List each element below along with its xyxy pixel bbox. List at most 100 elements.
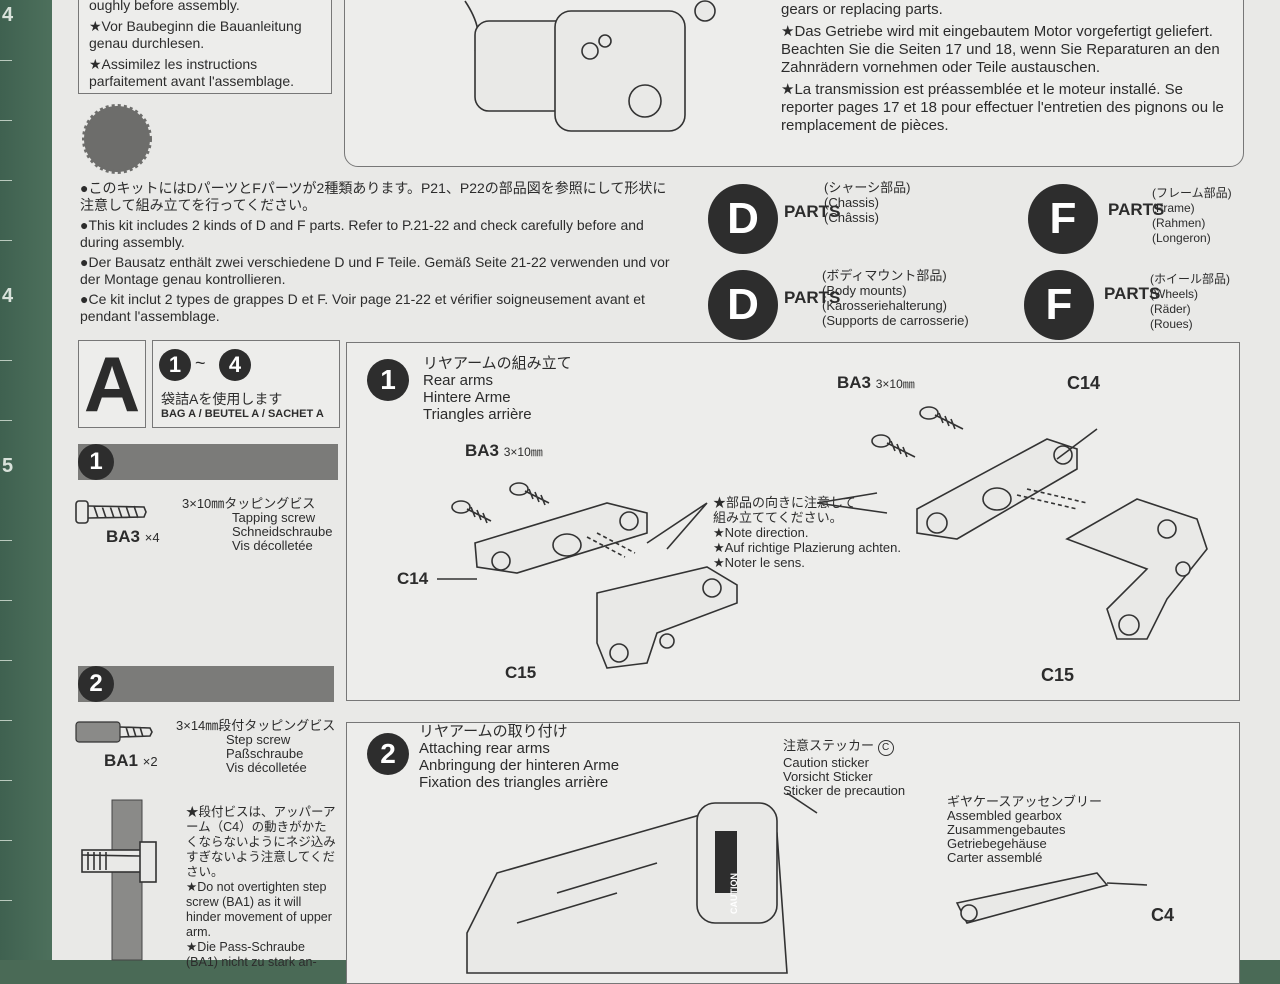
seal-icon <box>82 104 152 174</box>
bag-letter-box: A <box>78 340 146 428</box>
gearbox-en: gears or replacing parts. <box>781 1 943 18</box>
warning-en: ★Do not overtighten step screw (BA1) as … <box>186 880 332 939</box>
c15-label-right: C15 <box>1041 665 1075 685</box>
gear-en: Assembled gearbox <box>947 808 1062 823</box>
step-screw-warning-drawing <box>81 799 157 961</box>
sticker-c-badge: C <box>877 740 894 756</box>
screw-fr: Vis décolletée <box>232 538 313 553</box>
intro-box: oughly before assembly. ★Vor Baubeginn d… <box>78 0 332 94</box>
screw-section-bar: 2 <box>78 666 334 702</box>
step2-fr: Fixation des triangles arrière <box>419 774 609 791</box>
screw-label: BA3 <box>837 373 872 392</box>
gear-jp: ギヤケースアッセンブリー <box>947 794 1102 809</box>
sticker-fr: Sticker de precaution <box>783 783 906 798</box>
bag-letter: A <box>83 340 141 428</box>
instruction-sheet: oughly before assembly. ★Vor Baubeginn d… <box>52 0 1280 984</box>
note-fr: ★Noter le sens. <box>713 555 805 570</box>
mat-number: 4 <box>2 285 14 307</box>
screw-en: Step screw <box>226 732 291 747</box>
screw-en: Tapping screw <box>232 510 316 525</box>
step2-jp: リヤアームの取り付け <box>419 723 568 740</box>
bag-jp: 袋詰Aを使用します <box>161 391 283 407</box>
mat-number: 4 <box>2 4 14 26</box>
screw-icon <box>871 434 916 458</box>
note-en: ★Note direction. <box>713 525 809 540</box>
gearbox-de: ★Das Getriebe wird mit eingebautem Motor… <box>781 23 1220 76</box>
step2-box: 2 リヤアームの取り付け Attaching rear arms Anbring… <box>346 722 1240 984</box>
screw-jp: 3×10㎜タッピングビス <box>182 496 316 511</box>
leader-line <box>437 578 477 580</box>
parts-desc-line: (Chassis) <box>824 195 879 210</box>
intro-line: oughly before assembly. <box>89 0 240 13</box>
parts-desc-line: (Châssis) <box>824 210 879 225</box>
step1-jp: リヤアームの組み立て <box>423 355 572 372</box>
parts-word: PARTS <box>784 202 841 221</box>
screw-label-left: BA3 3×10㎜ <box>465 441 543 461</box>
screw-code: BA1 ×2 <box>104 751 158 771</box>
parts-desc: (シャーシ部品) (Chassis) (Châssis) <box>824 180 974 225</box>
parts-note-jp: ●このキットにはDパーツとFパーツが2種類あります。P21、P22の部品図を参照… <box>80 180 667 213</box>
parts-desc-jp: (シャーシ部品) <box>824 180 911 195</box>
sticker-de: Vorsicht Sticker <box>783 769 873 784</box>
screw-qty: ×4 <box>144 530 160 545</box>
intro-de: ★Vor Baubeginn die Bauanleitung genau du… <box>89 18 302 51</box>
gearbox-assembly-drawing <box>466 792 1148 974</box>
screw-size: 3×10㎜ <box>503 445 543 459</box>
step-screw-icon <box>75 721 153 743</box>
parts-desc-line: (Karosseriehalterung) <box>822 298 948 313</box>
parts-note-de: ●Der Bausatz enthält zwei verschiedene D… <box>80 254 670 287</box>
step1-title: リヤアームの組み立て Rear arms Hintere Arme Triang… <box>423 355 572 423</box>
parts-desc-jp: (フレーム部品) <box>1152 186 1232 200</box>
parts-desc: (ボディマウント部品) (Body mounts) (Karosseriehal… <box>822 268 1022 328</box>
bag-step-from: 1 <box>159 349 191 381</box>
gearbox-drawing <box>464 0 716 132</box>
part-c15 <box>596 566 738 669</box>
note-jp: 組み立ててください。 <box>713 510 843 525</box>
bag-info-box: 1 ~ 4 袋詰Aを使用します BAG A / BEUTEL A / SACHE… <box>152 340 340 428</box>
parts-note: ●このキットにはDパーツとFパーツが2種類あります。P21、P22の部品図を参照… <box>80 180 680 325</box>
gearbox-label: ギヤケースアッセンブリー Assembled gearbox Zusammeng… <box>947 795 1102 865</box>
bag-step-to: 4 <box>219 349 251 381</box>
c14-label-left: C14 <box>397 569 429 588</box>
caution-sticker-label: 注意ステッカー C Caution sticker Vorsicht Stick… <box>783 739 905 798</box>
c15-label-left: C15 <box>505 663 537 682</box>
parts-letter-badge: F <box>1024 270 1094 340</box>
screw-code: BA3 ×4 <box>106 527 160 547</box>
c4-label: C4 <box>1151 905 1175 925</box>
warning-de: ★Die Pass-Schraube (BA1) nicht zu stark … <box>186 940 317 969</box>
parts-desc-line: (Räder) <box>1150 302 1191 316</box>
screw-jp: 3×14㎜段付タッピングビス <box>176 718 336 733</box>
note-leader-lines <box>646 492 888 550</box>
parts-letter-badge: F <box>1028 184 1098 254</box>
note-de: ★Auf richtige Plazierung achten. <box>713 540 901 555</box>
parts-desc: (ホイール部品) (Wheels) (Räder) (Roues) <box>1150 272 1260 332</box>
screw-qty: ×2 <box>142 754 158 769</box>
part-c4 <box>955 872 1109 924</box>
cutting-mat: 4 4 5 <box>0 0 52 960</box>
screw-label: BA3 <box>465 441 500 460</box>
gear-fr: Carter assemblé <box>947 850 1043 865</box>
screw-names: 3×14㎜段付タッピングビス Step screw Paßschraube Vi… <box>176 719 335 775</box>
parts-desc-line: (Frame) <box>1152 201 1195 215</box>
parts-note-en: ●This kit includes 2 kinds of D and F pa… <box>80 217 644 250</box>
step1-box: 1 リヤアームの組み立て Rear arms Hintere Arme Tria… <box>346 342 1240 701</box>
parts-desc-line: (Roues) <box>1150 317 1193 331</box>
c14-label-right: C14 <box>1067 373 1101 393</box>
screw-code-text: BA1 <box>104 751 139 770</box>
screw-code-text: BA3 <box>106 527 141 546</box>
gear-de: Zusammengebautes <box>947 822 1066 837</box>
parts-word: PARTS <box>1104 284 1161 303</box>
screw-fr: Vis décolletée <box>226 760 307 775</box>
step2-en: Attaching rear arms <box>419 740 550 757</box>
parts-letter-badge: D <box>708 184 778 254</box>
parts-desc-jp: (ホイール部品) <box>1150 272 1230 286</box>
step1-number: 1 <box>367 359 409 401</box>
caution-sticker-text: CAUTION <box>729 873 739 914</box>
gearbox-fr: ★La transmission est préassemblée et le … <box>781 81 1224 134</box>
step1-en: Rear arms <box>423 372 494 389</box>
parts-desc-line: (Rahmen) <box>1152 216 1206 230</box>
warning-jp: ★段付ビスは、アッパーアーム（C4）の動きがかたくならないようにネジ込みすぎない… <box>186 805 336 879</box>
screw-icon <box>919 406 964 430</box>
step2-number: 2 <box>367 733 409 775</box>
gearbox-text: gears or replacing parts. ★Das Getriebe … <box>781 1 1231 135</box>
